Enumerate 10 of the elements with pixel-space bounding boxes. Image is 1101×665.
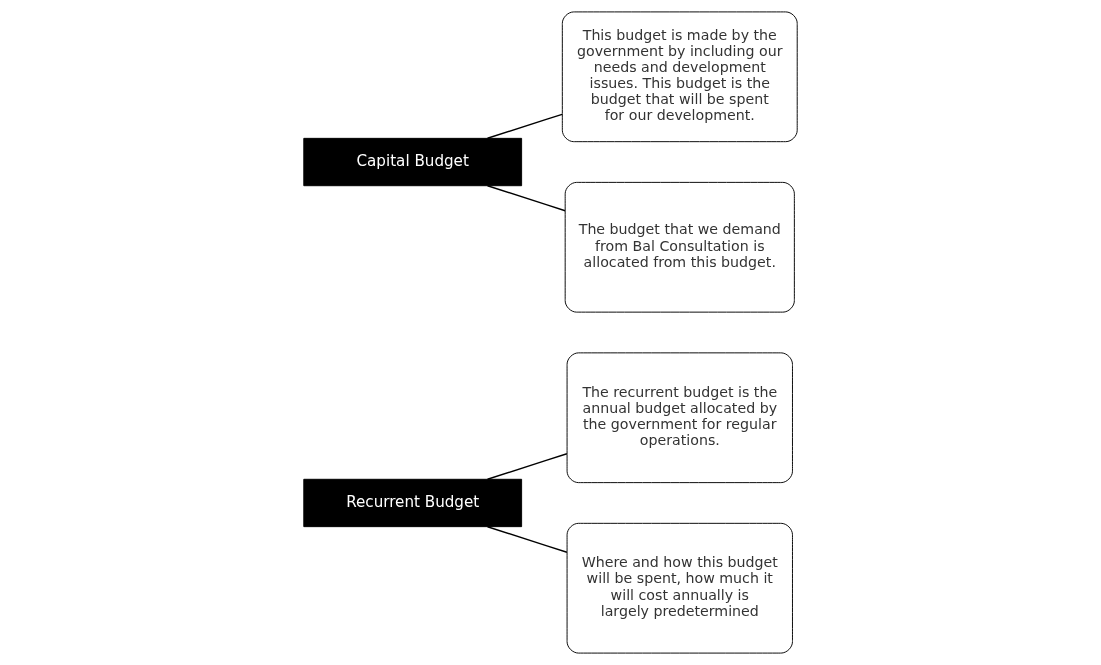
node-box: Where and how this budget will be spent, how much it will cost annually is largely predetermined (566, 522, 793, 654)
node-box: Recurrent Budget (303, 478, 523, 528)
connector (486, 113, 563, 139)
connector (486, 185, 566, 212)
connector (486, 526, 568, 553)
connector (486, 453, 568, 480)
node-box: The recurrent budget is the annual budget allocated by the government for regular operations. (566, 352, 793, 484)
node-box: Capital Budget (303, 137, 523, 187)
node-box: This budget is made by the government by including our needs and development issues. This budget is the budget that will be spent for our development. (561, 11, 798, 143)
node-box: The budget that we demand from Bal Consultation is allocated from this budget. (564, 181, 795, 313)
